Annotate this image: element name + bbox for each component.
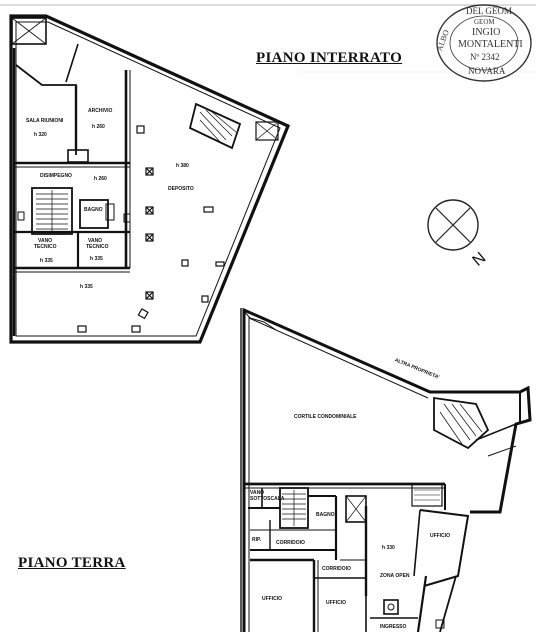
- basement-plan: [9, 14, 291, 344]
- surveyor-stamp: DEL GEOM ALBO GEOM INGIO MONTALENTI Nº 2…: [434, 2, 534, 84]
- room-vano-tecnico-1-a: VANO: [38, 238, 53, 244]
- room-vano-tecnico-2-a: VANO: [88, 238, 103, 244]
- ground-floor-title: PIANO TERRA: [18, 555, 126, 571]
- room-cortile-condominiale: CORTILE CONDOMINIALE: [294, 414, 357, 420]
- room-sala-height: h 320: [34, 132, 47, 138]
- room-vano-tecnico-2-height: h 335: [90, 256, 103, 262]
- room-bottom-height: h 335: [80, 284, 93, 290]
- room-ufficio-left: UFFICIO: [262, 596, 282, 602]
- room-zona-open: ZONA OPEN: [380, 573, 410, 579]
- room-vano-tecnico-2-b: TECNICO: [86, 244, 109, 250]
- room-bagno-ground: BAGNO: [316, 512, 335, 518]
- room-vano-sottoscala-a: VANO: [250, 490, 265, 496]
- room-deposito-height: h 380: [176, 163, 189, 169]
- room-ingresso: INGRESSO: [380, 624, 407, 630]
- room-corridoio-2: CORRIDOIO: [322, 566, 351, 572]
- room-bagno: BAGNO: [84, 207, 103, 213]
- room-sala-riunioni: SALA RIUNIONI: [26, 118, 64, 124]
- room-corridoio: CORRIDOIO: [276, 540, 305, 546]
- basement-title: PIANO INTERRATO: [256, 50, 403, 66]
- room-disimpegno-height: h 260: [94, 176, 107, 182]
- room-disimpegno: DISIMPEGNO: [40, 173, 72, 179]
- room-height-330: h 330: [382, 545, 395, 551]
- stamp-line2: INGIO: [472, 27, 501, 38]
- room-vano-tecnico-1-b: TECNICO: [34, 244, 57, 250]
- room-ufficio-right: UFFICIO: [430, 533, 450, 539]
- room-vano-tecnico-1-height: h 335: [40, 258, 53, 264]
- room-ufficio-mid: UFFICIO: [326, 600, 346, 606]
- room-deposito: DEPOSITO: [168, 186, 194, 192]
- ground-floor-plan: [240, 307, 532, 632]
- stamp-line1: GEOM: [474, 18, 495, 26]
- room-vano-sottoscala-b: SOTTOSCALA: [250, 496, 285, 502]
- room-archivio-height: h 260: [92, 124, 105, 130]
- room-rip: RIP.: [252, 537, 262, 543]
- north-arrow-icon: [427, 199, 479, 251]
- room-archivio: ARCHIVIO: [88, 108, 113, 114]
- stamp-bottom-text: NOVARA: [468, 66, 506, 76]
- stamp-top-text: DEL GEOM: [466, 6, 512, 16]
- stamp-line4: Nº 2342: [470, 52, 500, 62]
- stamp-line3: MONTALENTI: [458, 39, 523, 50]
